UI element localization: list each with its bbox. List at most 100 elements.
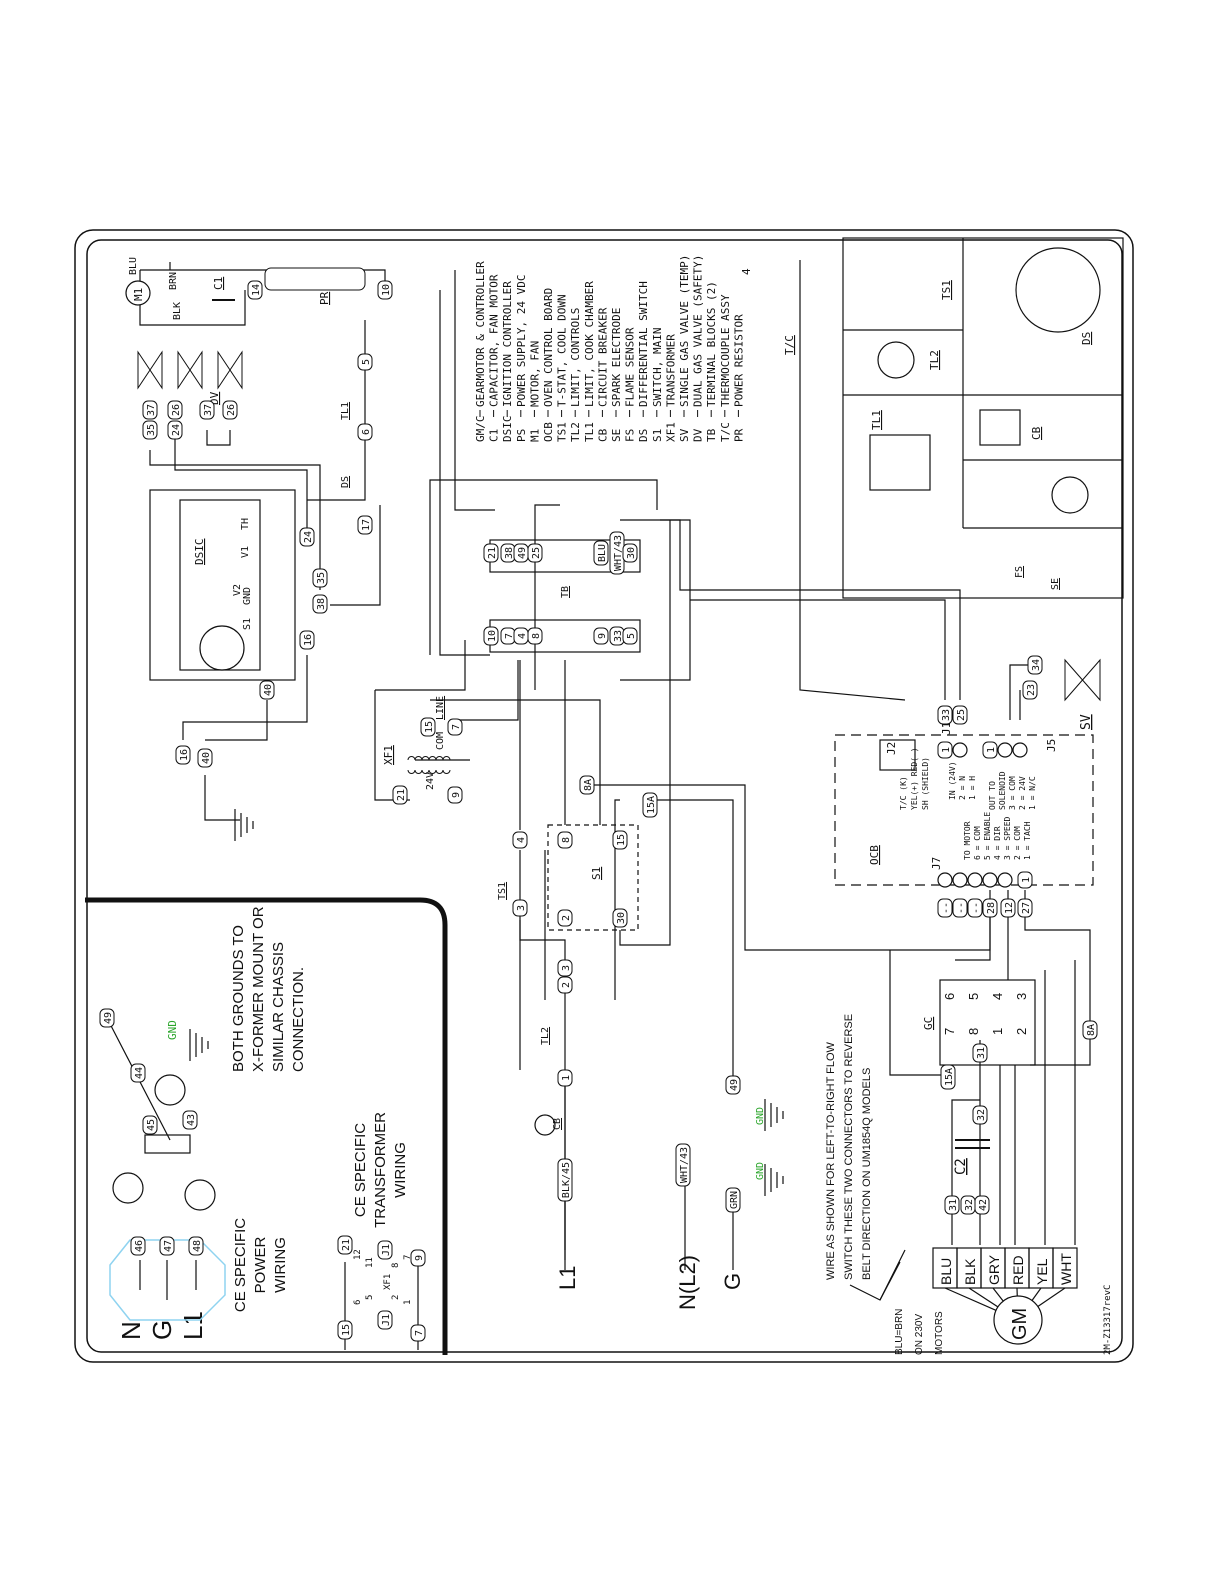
wire-tag: 47: [159, 1236, 175, 1256]
ce-xf1-pin: 12: [353, 1249, 363, 1260]
gm-label: GM: [1009, 1308, 1031, 1340]
wire-tag-label: 10: [381, 284, 392, 296]
wire-tag-label: 43: [186, 1114, 197, 1126]
wire-tag-box: [299, 630, 315, 650]
motor-wire-label: GRY: [986, 1254, 1002, 1285]
ts1-picture-label: TS1: [940, 280, 953, 300]
ce-ground-note: BOTH GROUNDS TO: [230, 925, 247, 1072]
gas-valve-icon: [177, 350, 203, 390]
wire-tag-box: [512, 831, 528, 849]
wire: [614, 799, 620, 1000]
wire-tag-box: [937, 741, 953, 759]
wire-tag-box: [392, 785, 408, 805]
c2-label: C2: [953, 1158, 969, 1175]
wire-tag-label: 9: [597, 633, 608, 639]
cb-picture-label: CB: [1030, 426, 1043, 440]
wire-tag-label: 45: [146, 1119, 157, 1131]
j2-connector: [879, 739, 916, 771]
wire-tag-box: [940, 1064, 956, 1090]
tc-length: 4: [740, 268, 753, 275]
wire-tag-label: 21: [341, 1239, 352, 1251]
wire-tag-label: --: [971, 902, 982, 914]
wire-tag-label: 7: [414, 1330, 425, 1336]
wire-tag: 6: [357, 423, 373, 441]
motor-wire-label: WHT: [1058, 1253, 1074, 1285]
wire-tag: 35: [142, 420, 158, 440]
legend-abbr: SE: [610, 429, 623, 442]
motor-230v-note: MOTORS: [934, 1311, 945, 1355]
wire-tag-box: [483, 543, 499, 563]
ce-transformer-title: WIRING: [392, 1142, 409, 1198]
wire-tag-label: 2: [561, 982, 572, 988]
inner-border: [86, 239, 1123, 1353]
wire-tag: 33: [609, 626, 625, 646]
wire-tag-label: 8: [531, 633, 542, 639]
wire-tag-box: [937, 898, 953, 918]
transformer-coil: [442, 756, 451, 761]
ts1-label: TS1: [497, 882, 508, 900]
gc-terminal: 6: [942, 993, 957, 1000]
wire-tag-box: [142, 1115, 158, 1135]
wire-tag-label: 35: [316, 572, 327, 584]
wire-tag-label: 4: [517, 633, 528, 639]
wire-tag: 8: [557, 831, 573, 849]
wire-tag-box: [357, 515, 373, 535]
j7-note: 5 = ENABLE: [983, 812, 992, 860]
wire-tag-label: 1: [941, 747, 952, 753]
transformer-coil: [442, 769, 451, 774]
wire-tag: WHT/43: [675, 1143, 691, 1187]
wire: [660, 519, 961, 700]
wire-tag-label: 33: [941, 709, 952, 721]
wire-tag: 8A: [579, 775, 595, 795]
wire-tag: 35: [312, 568, 328, 588]
s1-label: S1: [590, 867, 603, 880]
wire-tag-box: [337, 1320, 353, 1340]
wire: [374, 690, 410, 801]
wire: [205, 700, 268, 741]
wire-tag: 38: [312, 594, 328, 614]
wire-tag-box: [447, 786, 463, 804]
wire-tag: 37: [142, 400, 158, 420]
wire-tag-box: [972, 1105, 988, 1125]
wire: [206, 430, 231, 446]
wire-tag: 40: [259, 680, 275, 700]
j7-pin: [952, 872, 968, 888]
wire-tag-label: 30: [616, 912, 627, 924]
wire-tag: WHT/43: [609, 531, 625, 575]
j2-label: J2: [885, 742, 898, 755]
wire-tag: 16: [299, 630, 315, 650]
ce-transformer-title: CE SPECIFIC: [352, 1123, 369, 1217]
ce-ring-terminal: [112, 1172, 144, 1204]
wire-tag-label: 26: [171, 404, 182, 416]
transformer-coil: [435, 769, 444, 774]
wire-tag: 16: [175, 745, 191, 765]
legend-desc: DUAL GAS VALVE (SAFETY): [692, 255, 705, 407]
legend-desc: LIMIT, CONTROLS: [569, 308, 582, 407]
se-label: SE: [1050, 578, 1061, 590]
j2-note: SH (SHIELD): [921, 757, 930, 810]
wire-tag-label: 49: [103, 1012, 114, 1024]
j7-pin: [967, 872, 983, 888]
wire-tag-label: WHT/43: [613, 535, 624, 571]
wire-tag-box: [167, 400, 183, 420]
ce-supply-label: L1: [178, 1311, 208, 1340]
wire-tag-label: 6: [361, 429, 372, 435]
gnd-label: GND: [755, 1162, 766, 1180]
wire-tag-box: [377, 280, 393, 300]
ce-xf1-pin: 1: [403, 1300, 413, 1305]
wire-tag-label: 25: [531, 547, 542, 559]
wire: [455, 660, 519, 721]
legend-abbr: GM/C: [474, 416, 487, 443]
reverse-note: SWITCH THESE TWO CONNECTORS TO REVERSE: [843, 1014, 855, 1280]
j7-pin: [982, 872, 998, 888]
wire-tag-box: [579, 775, 595, 795]
wire-tag-label: 9: [414, 1255, 425, 1261]
wire-tag: 45: [142, 1115, 158, 1135]
wire-tag-box: [675, 1143, 691, 1187]
wire-tag-box: [527, 543, 543, 563]
motor-wire-label: BLK: [962, 1258, 978, 1285]
wire-tag: 8A: [1082, 1020, 1098, 1040]
wire-tag: 49: [513, 543, 529, 563]
wire-tag-box: [974, 1195, 990, 1215]
